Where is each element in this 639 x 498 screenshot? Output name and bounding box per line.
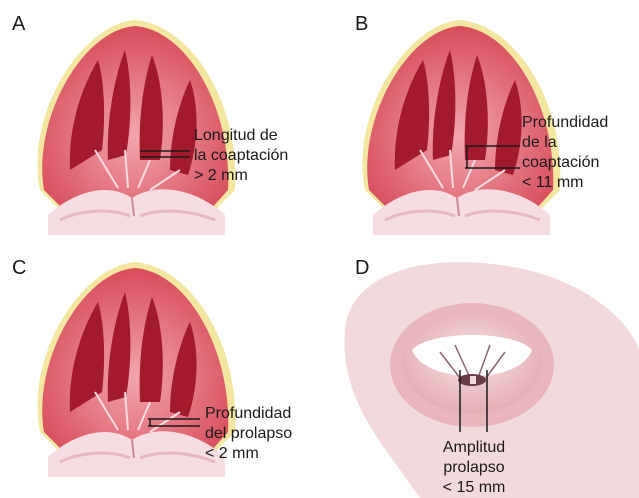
label-panel-b: Profundidad de la coaptación < 11 mm	[522, 113, 608, 193]
label-c-line-1: Profundidad	[205, 404, 292, 424]
label-c-line-2: del prolapso	[205, 424, 292, 444]
label-a-line-2: la coaptación	[194, 146, 288, 166]
label-panel-c: Profundidad del prolapso < 2 mm	[205, 404, 292, 464]
label-b-line-1: Profundidad	[522, 113, 608, 133]
panel-letter-b: B	[355, 14, 368, 34]
label-c-line-3: < 2 mm	[205, 444, 292, 464]
panel-letter-c: C	[12, 258, 26, 278]
label-b-line-2: de la	[522, 133, 608, 153]
label-d-line-3: < 15 mm	[418, 478, 530, 498]
label-a-line-3: > 2 mm	[194, 166, 288, 186]
label-panel-a: Longitud de la coaptación > 2 mm	[194, 126, 288, 186]
label-a-line-1: Longitud de	[194, 126, 288, 146]
label-d-line-2: prolapso	[418, 458, 530, 478]
label-panel-d: Amplitud prolapso < 15 mm	[418, 438, 530, 498]
panel-letter-a: A	[12, 14, 25, 34]
label-b-line-3: coaptación	[522, 153, 608, 173]
label-b-line-4: < 11 mm	[522, 173, 608, 193]
label-d-line-1: Amplitud	[418, 438, 530, 458]
panel-letter-d: D	[355, 258, 369, 278]
